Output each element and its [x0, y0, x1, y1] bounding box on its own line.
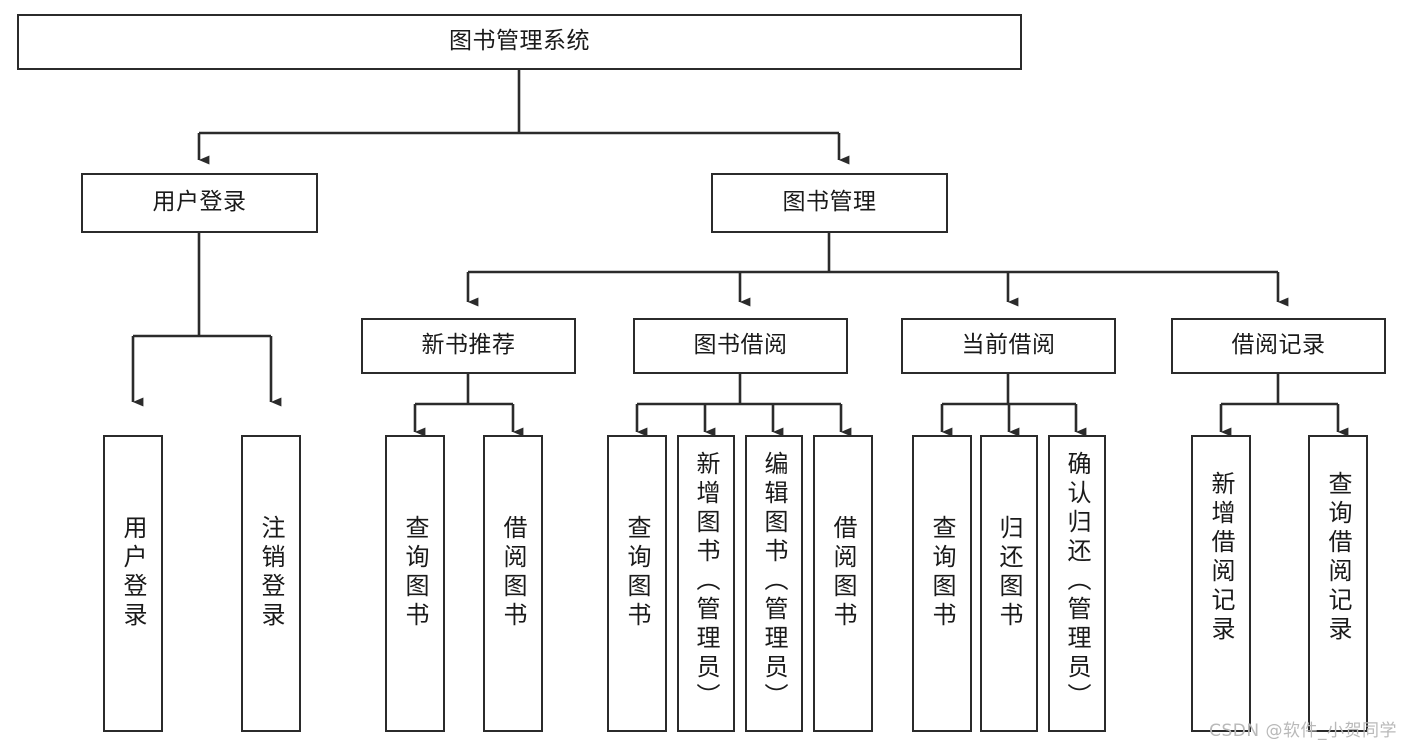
node-label: 确认归还（管理员） — [1063, 451, 1091, 712]
node-label: 图书管理系统 — [449, 28, 590, 55]
leaf-borrow-book[interactable]: 借阅图书 — [813, 435, 873, 732]
node-book-borrow[interactable]: 图书借阅 — [633, 318, 848, 374]
node-label: 借阅图书 — [829, 515, 857, 631]
node-label: 编辑图书（管理员） — [760, 451, 788, 712]
leaf-add-book[interactable]: 新增图书（管理员） — [677, 435, 735, 732]
leaf-edit-book[interactable]: 编辑图书（管理员） — [745, 435, 803, 732]
node-current-borrow[interactable]: 当前借阅 — [901, 318, 1116, 374]
node-label: 用户登录 — [119, 515, 147, 631]
node-label: 查询图书 — [623, 515, 651, 631]
node-label: 注销登录 — [257, 515, 285, 631]
leaf-confirm-return[interactable]: 确认归还（管理员） — [1048, 435, 1106, 732]
node-label: 新增借阅记录 — [1207, 471, 1235, 645]
leaf-query-borrow-record[interactable]: 查询借阅记录 — [1308, 435, 1368, 732]
node-borrow-record[interactable]: 借阅记录 — [1171, 318, 1386, 374]
leaf-user-logout[interactable]: 注销登录 — [241, 435, 301, 732]
node-label: 新书推荐 — [421, 332, 516, 359]
node-user-login[interactable]: 用户登录 — [81, 173, 318, 233]
leaf-query-book-borrow[interactable]: 查询图书 — [607, 435, 667, 732]
node-label: 借阅记录 — [1231, 332, 1326, 359]
watermark-text: CSDN @软件_小贺同学 — [1209, 721, 1397, 741]
node-root-system[interactable]: 图书管理系统 — [17, 14, 1022, 70]
node-new-book-recommend[interactable]: 新书推荐 — [361, 318, 576, 374]
leaf-user-login[interactable]: 用户登录 — [103, 435, 163, 732]
leaf-borrow-book-recommend[interactable]: 借阅图书 — [483, 435, 543, 732]
node-book-manage[interactable]: 图书管理 — [711, 173, 948, 233]
node-label: 图书借阅 — [693, 332, 788, 359]
node-label: 当前借阅 — [961, 332, 1056, 359]
node-label: 借阅图书 — [499, 515, 527, 631]
node-label: 用户登录 — [152, 189, 247, 216]
node-label: 图书管理 — [782, 189, 877, 216]
leaf-query-book-current[interactable]: 查询图书 — [912, 435, 972, 732]
node-label: 归还图书 — [995, 515, 1023, 631]
node-label: 查询借阅记录 — [1324, 471, 1352, 645]
node-label: 新增图书（管理员） — [692, 451, 720, 712]
leaf-query-book-recommend[interactable]: 查询图书 — [385, 435, 445, 732]
leaf-add-borrow-record[interactable]: 新增借阅记录 — [1191, 435, 1251, 732]
leaf-return-book[interactable]: 归还图书 — [980, 435, 1038, 732]
node-label: 查询图书 — [928, 515, 956, 631]
node-label: 查询图书 — [401, 515, 429, 631]
